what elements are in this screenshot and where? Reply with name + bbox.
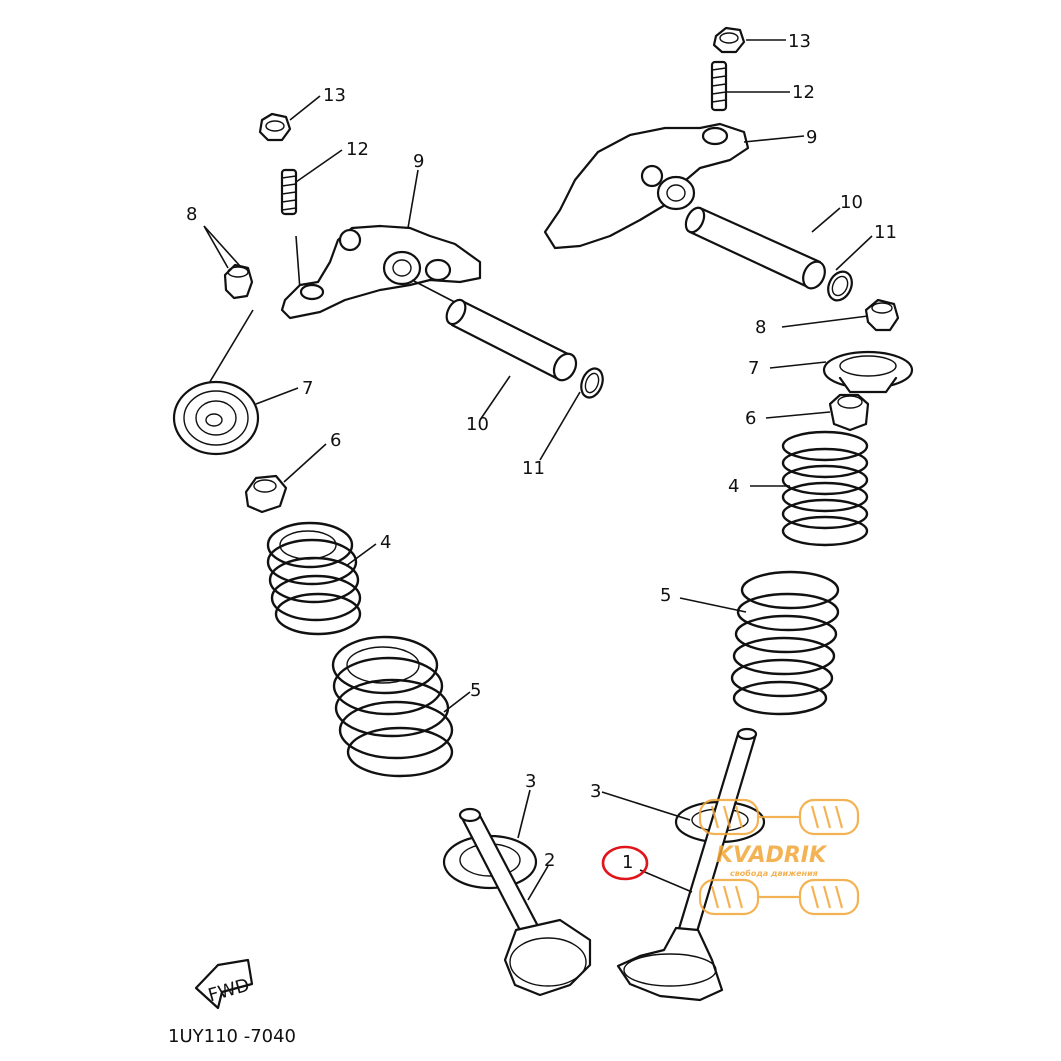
callout-10-left: 10 [466, 414, 489, 435]
callout-13-right: 13 [788, 31, 811, 52]
tire-icon [798, 878, 860, 916]
rocker-arm-right [543, 122, 750, 250]
rocker-shaft-left [411, 279, 578, 382]
callout-7-right: 7 [748, 358, 759, 379]
inner-spring-left [266, 521, 362, 636]
callout-6-right: 6 [745, 408, 756, 429]
callout-6-left: 6 [330, 430, 341, 451]
spring-retainer-right [822, 350, 914, 394]
callout-2: 2 [544, 850, 555, 871]
o-ring-left [580, 367, 604, 399]
callout-7-left: 7 [302, 378, 313, 399]
kvadrik-watermark: KVADRIK свобода движения [698, 798, 860, 916]
watermark-brand: KVADRIK [716, 843, 828, 868]
callout-5-left: 5 [470, 680, 481, 701]
callout-3-left: 3 [525, 771, 536, 792]
tire-icon [798, 798, 860, 836]
callout-10-right: 10 [840, 192, 863, 213]
lock-nut-right [712, 26, 746, 54]
callout-8-left: 8 [186, 204, 197, 225]
outer-spring-left [331, 635, 454, 778]
adjuster-screw-left [280, 168, 301, 291]
adjuster-screw-right [710, 60, 728, 112]
callout-labels: 13 12 9 8 7 6 4 5 10 11 3 2 13 12 9 10 1… [186, 31, 897, 873]
outer-spring-right [730, 570, 840, 716]
callout-1: 1 [622, 852, 633, 873]
rocker-shaft-right [684, 206, 826, 290]
o-ring-right [827, 270, 853, 302]
watermark-slogan: свобода движения [730, 868, 818, 878]
callout-12-right: 12 [792, 82, 815, 103]
forward-arrow-icon: FWD [194, 958, 254, 1010]
valve-stem-seal-left [244, 474, 288, 514]
callout-11-left: 11 [522, 458, 545, 479]
callout-5-right: 5 [660, 585, 671, 606]
callout-13-left: 13 [323, 85, 346, 106]
callout-4-right: 4 [728, 476, 739, 497]
callout-4-left: 4 [380, 532, 391, 553]
valve-stem-seal-right [828, 393, 870, 432]
callout-12-left: 12 [346, 139, 369, 160]
callout-11-right: 11 [874, 222, 897, 243]
part-code: 1UY110 -7040 [168, 1026, 296, 1047]
valve-cotters-right [864, 298, 900, 332]
highlight-circle [601, 845, 649, 881]
leader-lines [203, 39, 873, 901]
callout-9-left: 9 [413, 151, 424, 172]
inner-spring-right [781, 430, 869, 547]
callout-8-right: 8 [755, 317, 766, 338]
intake-valve [458, 807, 592, 997]
rocker-arm-left [280, 224, 482, 320]
callout-9-right: 9 [806, 127, 817, 148]
callout-3-right: 3 [590, 781, 601, 802]
spring-retainer-left [172, 380, 260, 456]
valve-cotters-left [204, 263, 254, 391]
lock-nut-left [258, 112, 292, 142]
